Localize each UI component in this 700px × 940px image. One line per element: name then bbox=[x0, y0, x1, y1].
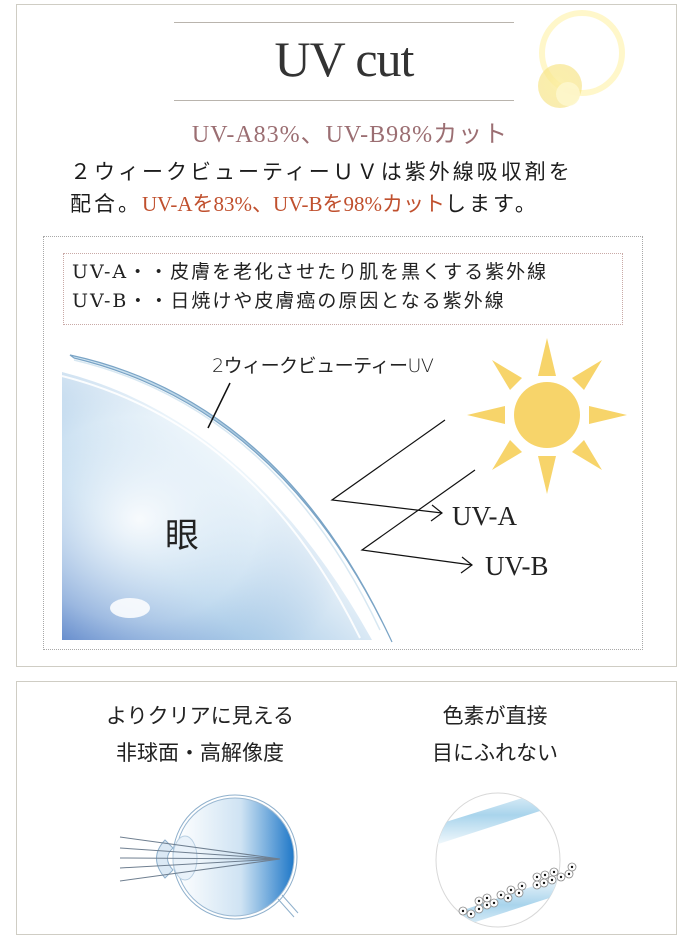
lens-label: 2ウィークビューティーUV bbox=[212, 355, 434, 377]
sun-icon bbox=[467, 338, 627, 494]
feature-aspheric: よりクリアに見える 非球面・高解像度 bbox=[60, 698, 340, 772]
description-line-2: 配合。UV-Aを83%、UV-Bを98%カットします。 bbox=[70, 188, 650, 220]
feature-pigment: 色素が直接 目にふれない bbox=[360, 698, 630, 772]
description-prefix: 配合。 bbox=[70, 192, 142, 216]
section-title: UV cut bbox=[274, 31, 415, 87]
definition-uvb: UV-B・・日焼けや皮膚癌の原因となる紫外線 bbox=[72, 290, 506, 312]
uva-ray-label: UV-A bbox=[452, 501, 518, 531]
definition-uva: UV-A・・皮膚を老化させたり肌を黒くする紫外線 bbox=[72, 261, 549, 283]
uv-description: ２ウィークビューティーＵＶは紫外線吸収剤を 配合。UV-Aを83%、UV-Bを9… bbox=[70, 156, 650, 220]
features-panel bbox=[16, 681, 677, 935]
title-rule-bottom bbox=[174, 100, 514, 101]
uv-definitions-box: UV-A・・皮膚を老化させたり肌を黒くする紫外線 UV-B・・日焼けや皮膚癌の原… bbox=[63, 253, 623, 325]
feature-pigment-line1: 色素が直接 bbox=[442, 704, 548, 728]
feature-aspheric-line2: 非球面・高解像度 bbox=[116, 741, 284, 765]
description-suffix: します。 bbox=[444, 192, 539, 216]
uvb-ray-label: UV-B bbox=[485, 551, 549, 581]
title-rule-top bbox=[174, 22, 514, 23]
feature-aspheric-line1: よりクリアに見える bbox=[106, 704, 294, 728]
diagram-container bbox=[43, 236, 643, 650]
contact-lens-shape bbox=[69, 354, 393, 643]
section-subtitle: UV-A83%、UV-B98%カット bbox=[191, 122, 509, 148]
eye-label: 眼 bbox=[165, 516, 199, 556]
light-flare-icon bbox=[538, 10, 625, 108]
description-highlight: UV-Aを83%、UV-Bを98%カット bbox=[142, 192, 445, 216]
eye-cross-section-icon bbox=[119, 794, 299, 920]
feature-pigment-line2: 目にふれない bbox=[432, 741, 558, 765]
pigment-layer-icon bbox=[435, 792, 577, 928]
description-line-1: ２ウィークビューティーＵＶは紫外線吸収剤を bbox=[70, 160, 573, 184]
